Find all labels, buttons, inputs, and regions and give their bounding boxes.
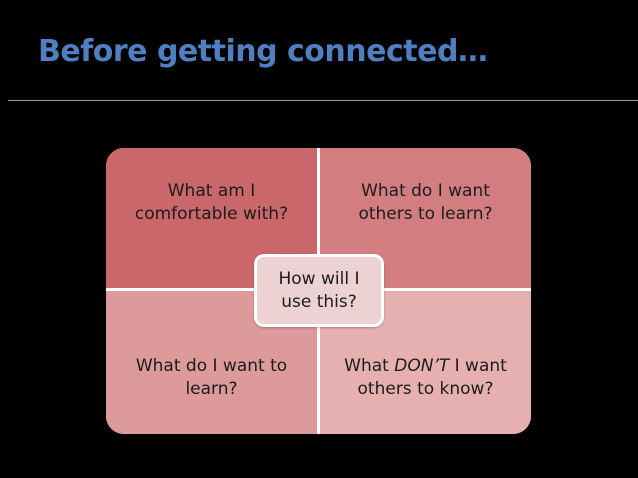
quadrant-top-right-text: What do I want others to learn?	[358, 180, 492, 226]
title-divider	[8, 100, 638, 101]
quadrant-top-right-line2: others to learn?	[358, 204, 493, 224]
quadrant-bottom-right: What DON’T I want others to know?	[320, 291, 531, 434]
quadrant-top-left-line2: comfortable with?	[134, 204, 289, 224]
quadrant-bottom-left-line2: learn?	[185, 378, 238, 399]
center-question-text: How will I use this?	[279, 268, 360, 314]
quadrant-bottom-right-pre: What	[344, 355, 395, 376]
center-question-line2: use this?	[281, 291, 357, 312]
center-question-box: How will I use this?	[254, 254, 384, 327]
quadrant-bottom-right-post: I want	[449, 355, 507, 376]
quadrant-top-left-line1: What am I	[167, 181, 256, 201]
quadrant-bottom-right-emphasis: DON’T	[394, 355, 450, 376]
quadrant-top-right-line1: What do I want	[361, 181, 490, 201]
quadrant-bottom-right-line2: others to know?	[357, 378, 494, 399]
quadrant-bottom-left-line1: What do I want to	[135, 355, 288, 376]
center-question-line1: How will I	[278, 268, 360, 289]
slide-title: Before getting connected…	[38, 34, 488, 69]
quadrant-bottom-right-text: What DON’T I want others to know?	[344, 355, 507, 401]
quadrant-top-left-text: What am I comfortable with?	[135, 180, 288, 226]
quadrant-bottom-right-line1: What DON’T I want	[344, 355, 507, 378]
quadrant-bottom-left-text: What do I want to learn?	[136, 355, 287, 401]
